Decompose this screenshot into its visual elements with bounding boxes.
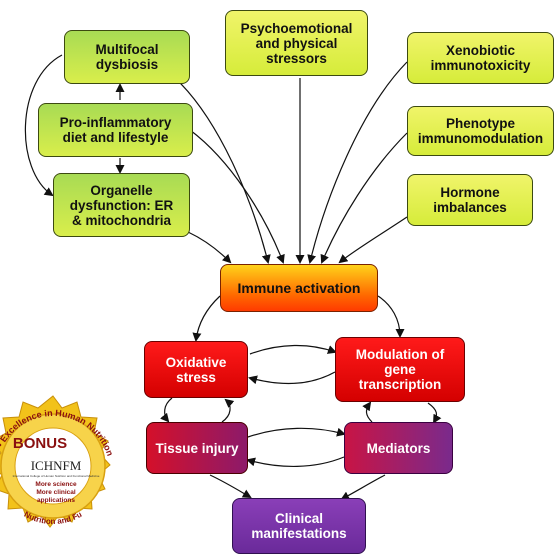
node-tissue-injury: Tissue injury xyxy=(146,422,248,474)
node-phenotype-immunomodulation: Phenotype immunomodulation xyxy=(407,106,554,156)
node-multifocal-dysbiosis: Multifocal dysbiosis xyxy=(64,30,190,84)
arrow-modulation-mediators xyxy=(427,402,442,424)
arrow-phenotype-immune xyxy=(320,132,408,264)
arrow-mediators-modulation xyxy=(362,401,373,423)
arrow-tissue-oxidative xyxy=(221,398,235,423)
seal-bonus-text: BONUS xyxy=(13,435,67,452)
arrow-immune-modulation xyxy=(377,295,405,338)
arrow-oxidative-modulation xyxy=(249,344,337,355)
ichnfm-bonus-seal: G • Excellence in Human Nutrition Nutrit… xyxy=(0,395,115,528)
arrow-mediators-tissue xyxy=(246,456,345,467)
node-clinical-manifestations: Clinical manifestations xyxy=(232,498,366,554)
node-proinflammatory-diet: Pro-inflammatory diet and lifestyle xyxy=(38,103,193,157)
arrow-immune-oxidative xyxy=(192,295,221,342)
arrow-dysbiosis-organelle xyxy=(24,54,63,197)
node-organelle-dysfunction: Organelle dysfunction: ER & mitochondria xyxy=(53,173,190,237)
seal-line-3: applications xyxy=(37,497,75,504)
node-immune-activation: Immune activation xyxy=(220,264,378,312)
seal-line-2: More clinical xyxy=(36,489,76,496)
arrow-mediators-clinical xyxy=(340,474,386,500)
node-hormone-imbalances: Hormone imbalances xyxy=(407,174,533,226)
arrow-organelle-immune xyxy=(187,231,232,264)
arrow-xeno-immune xyxy=(307,61,408,264)
arrow-oxidative-tissue xyxy=(160,397,173,423)
seal-org-name: ICHNFM xyxy=(31,458,82,473)
arrow-modulation-oxidative xyxy=(248,371,336,385)
node-modulation-gene-transcription: Modulation of gene transcription xyxy=(335,337,465,402)
seal-line-1: More science xyxy=(35,481,77,488)
node-xenobiotic-immunotoxicity: Xenobiotic immunotoxicity xyxy=(407,32,554,84)
node-oxidative-stress: Oxidative stress xyxy=(144,341,248,398)
arrow-tissue-mediators xyxy=(247,427,346,438)
node-psychoemotional-stressors: Psychoemotional and physical stressors xyxy=(225,10,368,76)
arrow-hormone-immune xyxy=(338,216,408,264)
seal-org-sub: International College of Human Nutrition… xyxy=(13,474,100,478)
arrow-tissue-clinical xyxy=(209,474,252,499)
arrow-proinfl-immune xyxy=(189,129,285,264)
node-mediators: Mediators xyxy=(344,422,453,474)
